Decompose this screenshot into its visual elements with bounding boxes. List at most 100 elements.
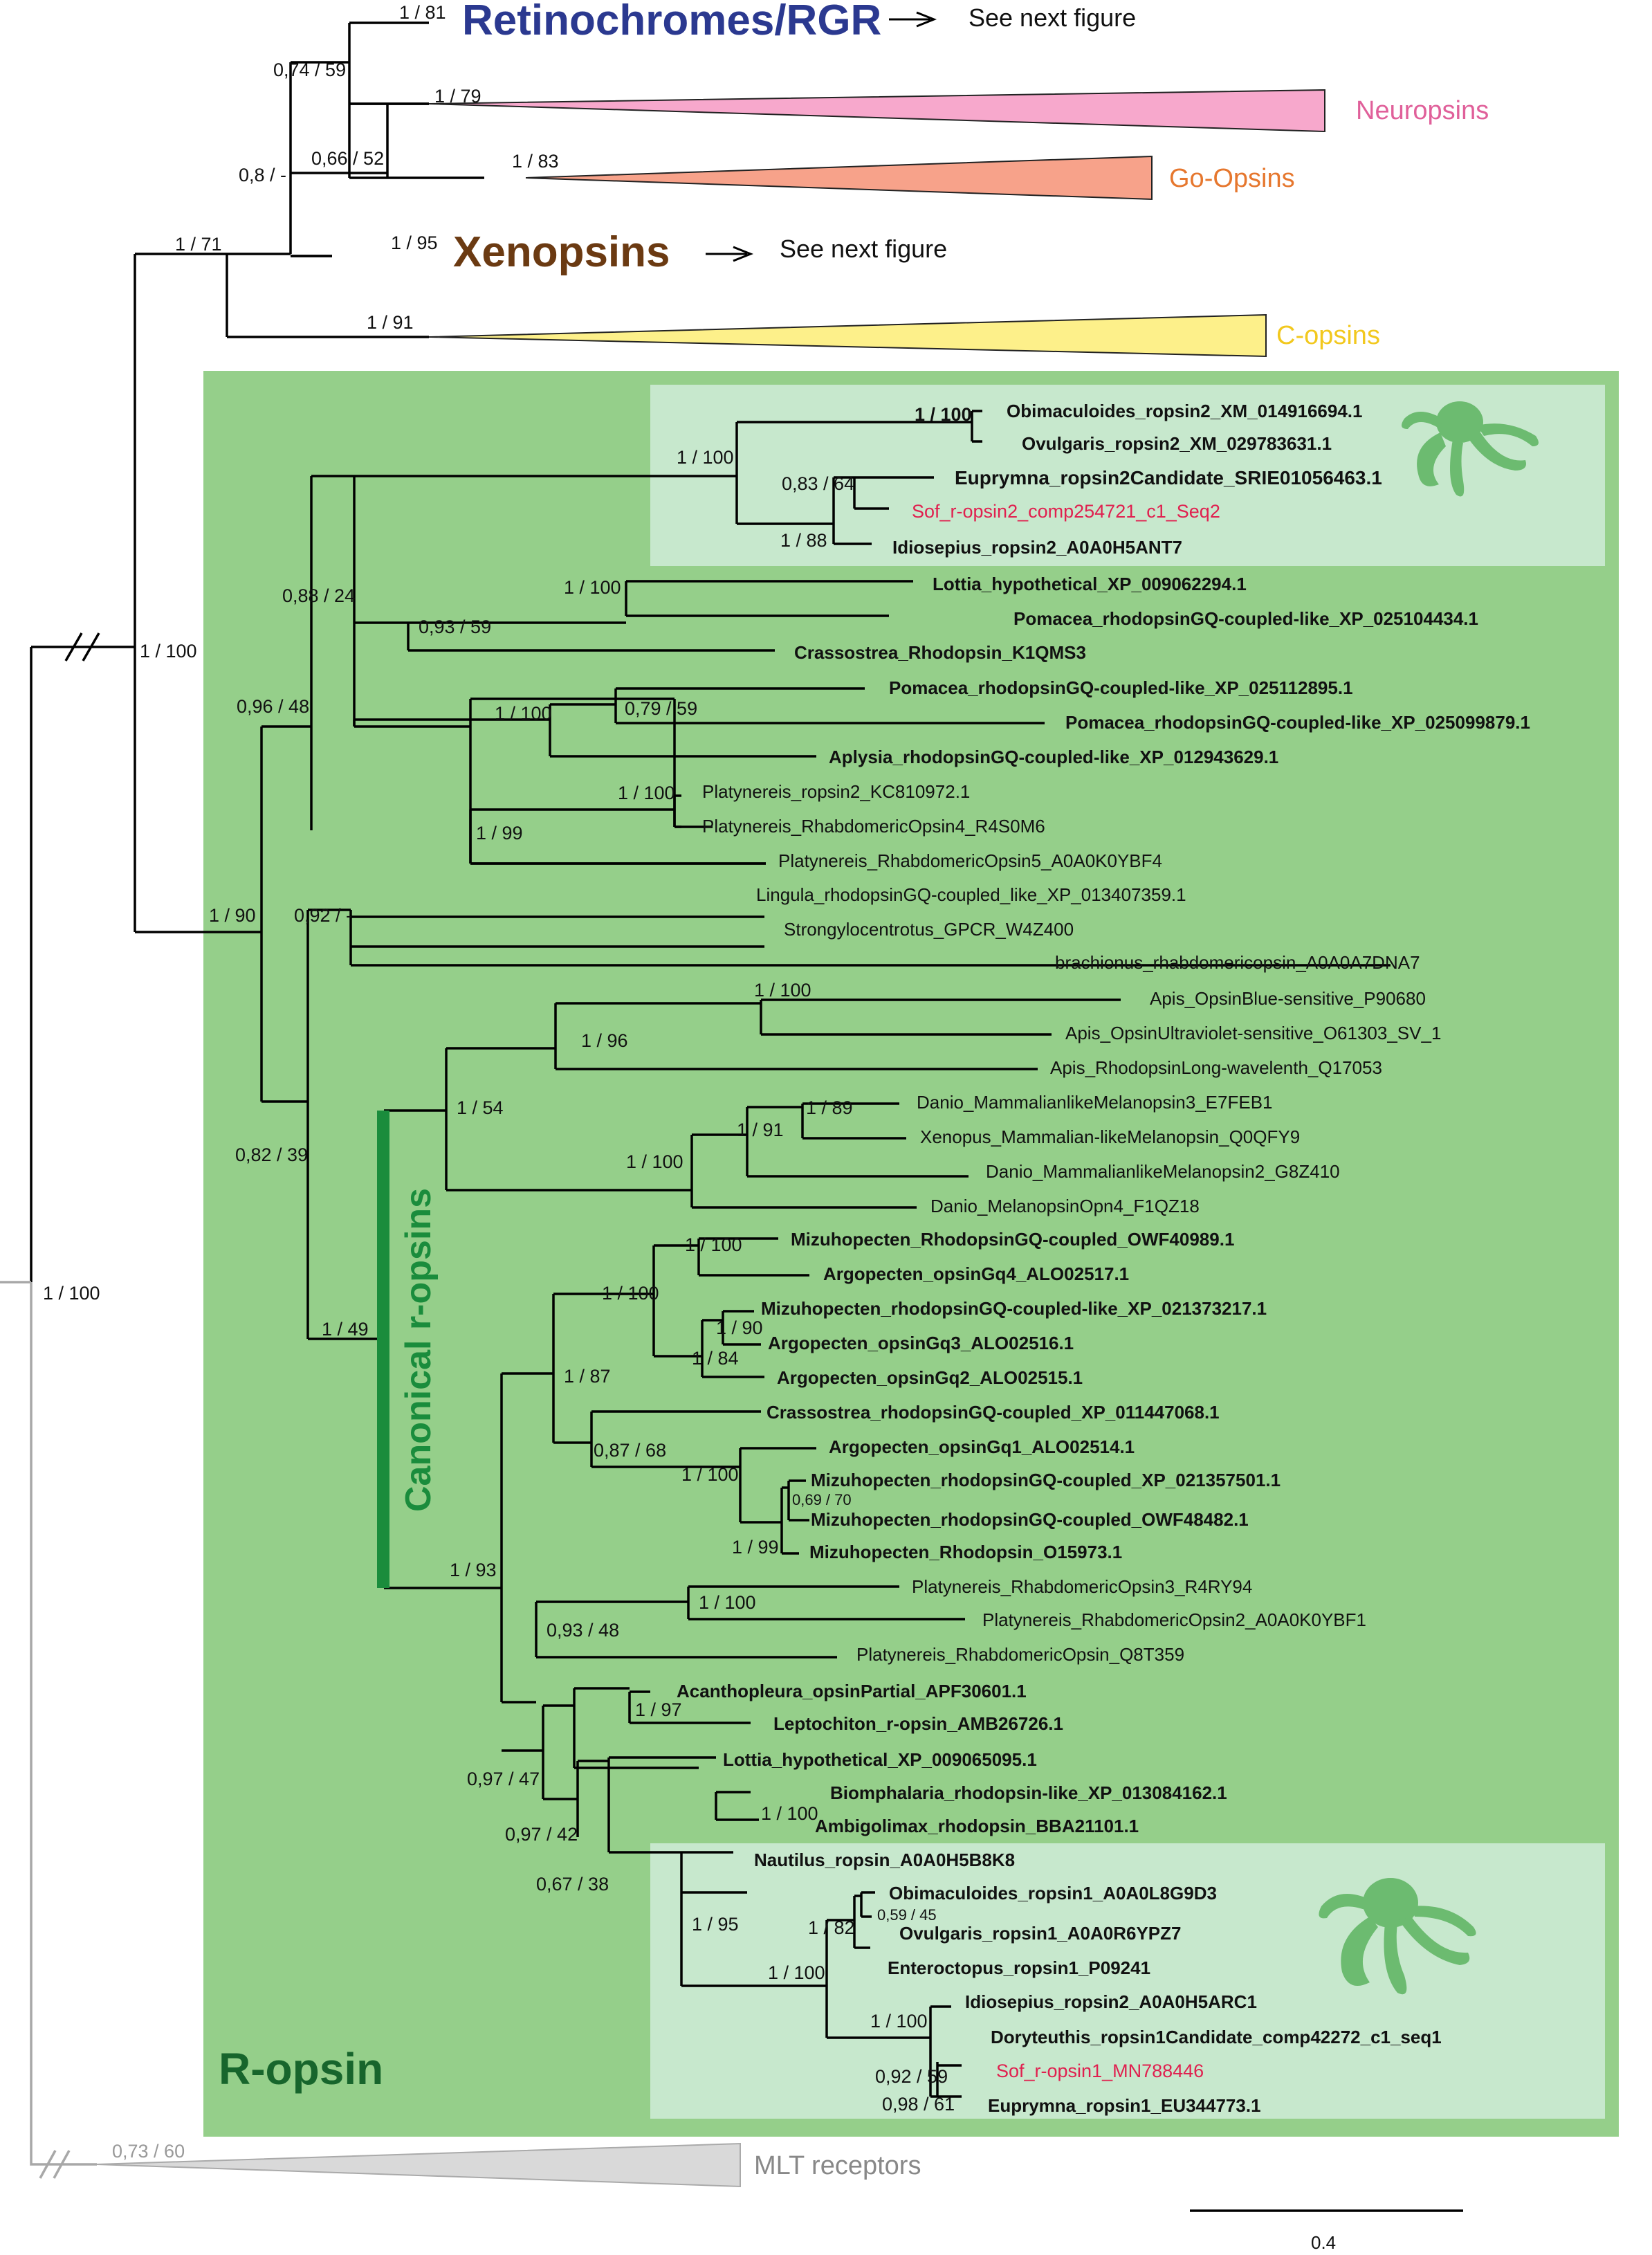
axis-break-icon — [64, 632, 100, 661]
leaf-label: Danio_MammalianlikeMelanopsin2_G8Z410 — [986, 1161, 1340, 1182]
support-value: 1 / 88 — [780, 530, 827, 551]
support-value: 1 / 100 — [626, 1151, 683, 1172]
support-value: 1 / 100 — [685, 1234, 742, 1255]
support-value: 0,73 / 60 — [112, 2141, 185, 2162]
support-value: 0,87 / 68 — [594, 1440, 666, 1461]
support-value: 0,97 / 42 — [505, 1824, 578, 1845]
support-value: 0,92 / 59 — [875, 2066, 948, 2087]
mlt-triangle — [96, 2142, 741, 2188]
mlt-branch — [0, 1281, 97, 2166]
leaf-label: Lottia_hypothetical_XP_009062294.1 — [933, 574, 1247, 594]
branch — [469, 794, 766, 865]
support-value: 0,59 / 45 — [877, 1906, 937, 1924]
branch — [308, 998, 1121, 1588]
leaf-label: Crassostrea_Rhodopsin_K1QMS3 — [794, 642, 1086, 663]
support-value: 0,79 / 59 — [625, 698, 697, 719]
leaf-label: Ovulgaris_ropsin1_A0A0R6YPZ7 — [899, 1923, 1182, 1944]
support-value: 1 / 100 — [915, 404, 972, 425]
branch — [354, 410, 982, 545]
support-value: 1 / 100 — [754, 980, 811, 1001]
support-value: 1 / 100 — [140, 641, 197, 661]
leaf-label: Apis_OpsinUltraviolet-sensitive_O61303_S… — [1065, 1023, 1441, 1043]
support-value: 1 / 100 — [602, 1283, 659, 1304]
branch — [384, 1237, 816, 1702]
go-opsins-triangle — [525, 155, 1153, 201]
support-value: 1 / 95 — [391, 232, 438, 253]
support-value: 1 / 91 — [737, 1120, 784, 1140]
support-value: 0,98 / 61 — [882, 2094, 955, 2115]
support-value: 1 / 71 — [175, 234, 222, 255]
support-value: 0,97 / 47 — [467, 1769, 540, 1789]
support-value: 0,8 / - — [239, 165, 286, 185]
support-value: 1 / 100 — [564, 577, 621, 598]
leaf-label: Crassostrea_rhodopsinGQ-coupled_XP_01144… — [767, 1402, 1220, 1423]
r-opsin-panel — [203, 371, 1619, 2137]
leaf-label: Danio_MelanopsinOpn4_F1QZ18 — [930, 1196, 1200, 1216]
leaf-label: Obimaculoides_ropsin2_XM_014916694.1 — [1007, 401, 1363, 421]
leaf-label: Argopecten_opsinGq3_ALO02516.1 — [768, 1333, 1074, 1353]
leaf-label: Platynereis_ropsin2_KC810972.1 — [702, 781, 970, 802]
leaf-label: Leptochiton_r-opsin_AMB26726.1 — [773, 1713, 1063, 1734]
support-value: 1 / 91 — [367, 312, 414, 333]
support-value: 1 / 96 — [581, 1030, 628, 1051]
leaf-label: Pomacea_rhodopsinGQ-coupled-like_XP_0251… — [1013, 608, 1478, 629]
leaf-label: Platynereis_RhabdomericOpsin2_A0A0K0YBF1 — [982, 1609, 1366, 1630]
leaf-label: Argopecten_opsinGq1_ALO02514.1 — [829, 1436, 1135, 1457]
leaf-label: Platynereis_RhabdomericOpsin3_R4RY94 — [912, 1576, 1252, 1597]
canonical-r-opsins-label: Canonical r-opsins — [398, 1188, 439, 1512]
leaf-label: Platynereis_RhabdomericOpsin4_R4S0M6 — [702, 816, 1045, 837]
leaf-label: Doryteuthis_ropsin1Candidate_comp42272_c… — [991, 2027, 1442, 2047]
c-opsins-triangle — [428, 313, 1267, 358]
leaf-label: Argopecten_opsinGq4_ALO02517.1 — [823, 1263, 1129, 1284]
support-value: 1 / 93 — [450, 1560, 497, 1580]
neuropsins-triangle — [428, 89, 1325, 133]
support-value: 1 / 100 — [681, 1464, 739, 1485]
leaf-label: Biomphalaria_rhodopsin-like_XP_013084162… — [830, 1782, 1227, 1803]
xenopsins-label: Xenopsins — [453, 228, 670, 276]
leaf-label: Aplysia_rhodopsinGQ-coupled-like_XP_0129… — [829, 747, 1278, 767]
support-value: 1 / 100 — [870, 2011, 928, 2032]
branch — [135, 475, 1391, 1339]
support-value: 0,93 / 59 — [419, 617, 491, 637]
cephalopod-ropsin1-box — [650, 1843, 1605, 2119]
support-value: 0,88 / 24 — [282, 585, 355, 606]
support-value: 1 / 99 — [476, 823, 523, 843]
r-opsin-label: R-opsin — [219, 2044, 383, 2094]
leaf-label: Argopecten_opsinGq2_ALO02515.1 — [777, 1367, 1083, 1388]
leaf-label: Mizuhopecten_Rhodopsin_O15973.1 — [809, 1542, 1122, 1562]
leaf-label: Euprymna_ropsin2Candidate_SRIE01056463.1 — [955, 467, 1382, 489]
leaf-label: brachionus_rhabdomericopsin_A0A0A7DNA7 — [1055, 952, 1420, 973]
leaf-label: Euprymna_ropsin1_EU344773.1 — [988, 2095, 1261, 2116]
leaf-label: Apis_RhodopsinLong-wavelenth_Q17053 — [1050, 1057, 1382, 1078]
leaf-label: Mizuhopecten_rhodopsinGQ-coupled-like_XP… — [761, 1298, 1267, 1319]
support-value: 1 / 100 — [677, 447, 734, 468]
scale-label: 0.4 — [1311, 2232, 1336, 2253]
support-value: 0,74 / 59 — [273, 60, 346, 80]
arrow-icon — [889, 11, 937, 28]
support-value: 1 / 100 — [761, 1803, 818, 1824]
support-value: 0,69 / 70 — [792, 1491, 852, 1508]
leaf-label: Enteroctopus_ropsin1_P09241 — [888, 1957, 1150, 1978]
support-value: 1 / 89 — [806, 1097, 853, 1118]
leaf-label: Pomacea_rhodopsinGQ-coupled-like_XP_0250… — [1065, 712, 1530, 733]
leaf-label: Lingula_rhodopsinGQ-coupled_like_XP_0134… — [756, 884, 1186, 905]
leaf-label: Nautilus_ropsin_A0A0H5B8K8 — [754, 1850, 1015, 1870]
leaf-label: Apis_OpsinBlue-sensitive_P90680 — [1150, 988, 1426, 1009]
go-opsins-label: Go-Opsins — [1169, 164, 1295, 193]
support-value: 0,96 / 48 — [237, 696, 309, 717]
neuropsins-label: Neuropsins — [1356, 96, 1489, 125]
branch — [502, 1585, 965, 1704]
branch — [680, 1891, 962, 2098]
canonical-r-opsins-bar — [377, 1111, 389, 1588]
leaf-label: Mizuhopecten_rhodopsinGQ-coupled_OWF4848… — [811, 1509, 1249, 1530]
support-value: 0,83 / 64 — [782, 473, 854, 494]
c-opsins-label: C-opsins — [1276, 321, 1380, 350]
axis-break-icon — [39, 2150, 71, 2179]
leaf-label: Danio_MammalianlikeMelanopsin3_E7FEB1 — [917, 1092, 1273, 1113]
octopus-icon — [1319, 1878, 1476, 1995]
support-value: 1 / 81 — [399, 2, 446, 23]
support-value: 1 / 87 — [564, 1366, 611, 1387]
retinochromes-label: Retinochromes/RGR — [462, 0, 881, 44]
support-value: 1 / 97 — [635, 1699, 682, 1720]
